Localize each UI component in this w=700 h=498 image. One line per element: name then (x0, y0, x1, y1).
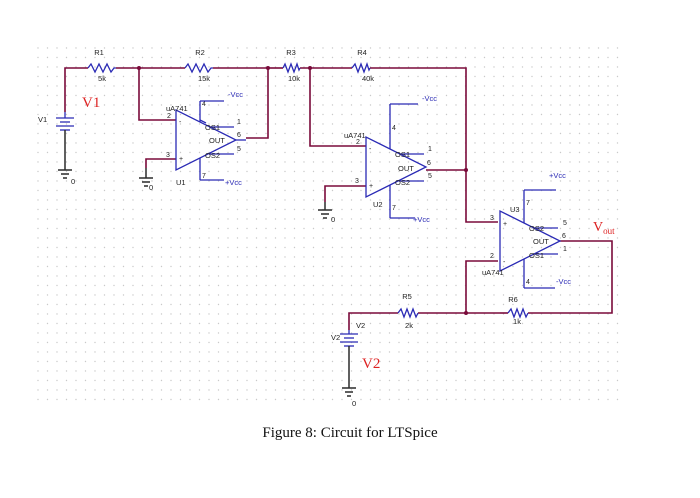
u2-pin7: 7 (392, 205, 396, 212)
resistor-r5: R5 2k (397, 292, 419, 330)
opamp-u3: U3 uA741 3 2 + - OS2 OUT OS1 5 6 1 7 4 +… (482, 171, 571, 289)
r2-value: 15k (198, 74, 210, 83)
resistor-r1: R1 5k (87, 48, 116, 83)
annotation-v1: V1 (82, 95, 100, 111)
u2-ref: U2 (373, 200, 383, 209)
r5-value: 2k (405, 321, 413, 330)
opamp-u1: uA741 U1 2 3 - + OS1 OUT OS2 6 1 5 4 7 -… (166, 90, 246, 187)
u2-os1: OS1 (395, 150, 410, 159)
u1-ref: U1 (176, 178, 186, 187)
v2-value: V2 (356, 321, 365, 330)
u2-pin1: 1 (428, 146, 432, 153)
u1-os1: OS1 (205, 123, 220, 132)
u2-ground-label: 0 (331, 215, 335, 224)
u1-ground-label: 0 (149, 183, 153, 192)
u3-pos-supply: +Vcc (549, 171, 566, 180)
u3-pin4: 4 (526, 279, 530, 286)
u1-pin2: 2 (167, 113, 171, 120)
u1-plus: + (179, 156, 183, 163)
u2-pin5: 5 (428, 173, 432, 180)
u3-pin7: 7 (526, 200, 530, 207)
u2-out: OUT (398, 164, 414, 173)
resistor-r4: R4 40k (351, 48, 374, 83)
u2-part: uA741 (344, 131, 366, 140)
u2-pin3: 3 (355, 178, 359, 185)
voltage-source-v2: V2 V2 0 (331, 321, 365, 408)
ground-u1: 0 (139, 168, 153, 192)
annotation-vout: Vout (593, 220, 615, 236)
figure-caption: Figure 8: Circuit for LTSpice (262, 425, 438, 441)
u1-minus: - (179, 119, 182, 126)
wires (64, 67, 613, 330)
ground-u2: 0 (318, 202, 335, 224)
u1-pin5: 5 (237, 146, 241, 153)
u3-os1: OS1 (529, 251, 544, 260)
r5-ref: R5 (402, 292, 412, 301)
u2-plus: + (369, 183, 373, 190)
r6-ref: R6 (508, 295, 518, 304)
u1-os2: OS2 (205, 151, 220, 160)
u3-out: OUT (533, 237, 549, 246)
u3-neg-supply: -Vcc (556, 277, 571, 286)
u3-os2: OS2 (529, 224, 544, 233)
r2-ref: R2 (195, 48, 205, 57)
u3-ref: U3 (510, 205, 520, 214)
u2-pin4: 4 (392, 125, 396, 132)
u1-neg-supply: -Vcc (228, 90, 243, 99)
u1-pin1: 1 (237, 119, 241, 126)
u2-neg-supply: -Vcc (422, 94, 437, 103)
resistor-r6: R6 1k (500, 295, 529, 326)
r3-ref: R3 (286, 48, 296, 57)
u3-pin5: 5 (563, 220, 567, 227)
r1-value: 5k (98, 74, 106, 83)
u2-os2: OS2 (395, 178, 410, 187)
annotation-v2: V2 (362, 356, 380, 372)
u1-pin7: 7 (202, 173, 206, 180)
r6-value: 1k (513, 317, 521, 326)
u1-pin3: 3 (166, 152, 170, 159)
u1-out: OUT (209, 136, 225, 145)
opamp-u2: uA741 U2 2 3 - + OS1 OUT OS2 6 1 5 4 7 -… (344, 94, 437, 224)
u2-pos-supply: +Vcc (413, 215, 430, 224)
u1-pin4: 4 (202, 101, 206, 108)
v1-ground-label: 0 (71, 177, 75, 186)
u2-pin6: 6 (427, 160, 431, 167)
u2-minus: - (369, 146, 372, 153)
r4-ref: R4 (357, 48, 367, 57)
u2-pin2: 2 (356, 139, 360, 146)
u3-pin6: 6 (562, 233, 566, 240)
u3-pin1: 1 (563, 246, 567, 253)
v1-ref: V1 (38, 115, 47, 124)
u1-pos-supply: +Vcc (225, 178, 242, 187)
r4-value: 40k (362, 74, 374, 83)
u1-pin6: 6 (237, 132, 241, 139)
v2-ref: V2 (331, 333, 340, 342)
u3-pin2: 2 (490, 253, 494, 260)
u1-part: uA741 (166, 104, 188, 113)
resistor-r3: R3 10k (282, 48, 301, 83)
u3-plus: + (503, 221, 507, 228)
r1-ref: R1 (94, 48, 104, 57)
junction-dots (137, 66, 468, 315)
resistor-r2: R2 15k (184, 48, 213, 83)
r3-value: 10k (288, 74, 300, 83)
voltage-source-v1: V1 0 (38, 112, 75, 186)
annotation-vout-main: V (593, 220, 603, 235)
v2-ground-label: 0 (352, 399, 356, 408)
u3-part: uA741 (482, 268, 504, 277)
annotation-vout-sub: out (603, 226, 615, 236)
u3-pin3: 3 (490, 215, 494, 222)
u3-minus: - (503, 259, 506, 266)
